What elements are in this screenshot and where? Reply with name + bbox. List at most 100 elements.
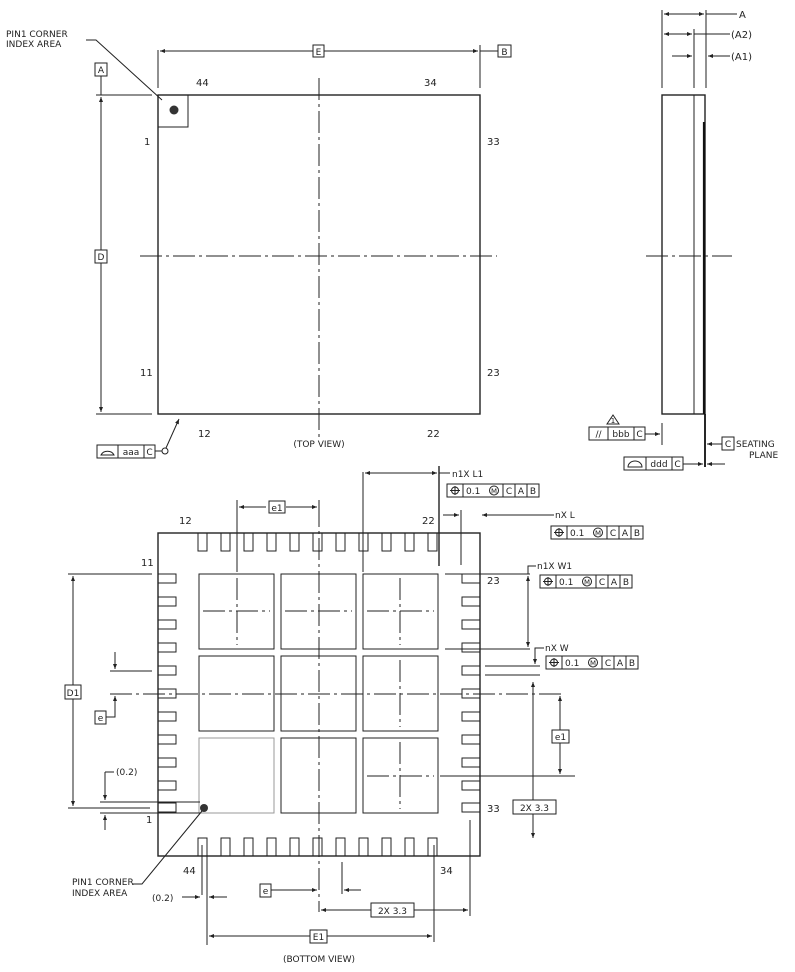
note-flag-icon <box>606 414 620 425</box>
dim-d1-label: D1 <box>67 689 80 699</box>
svg-text:M: M <box>590 660 596 668</box>
svg-text:C: C <box>506 487 512 497</box>
bottom-pin-12: 12 <box>179 516 192 527</box>
bottom-pad-row <box>197 837 438 857</box>
side-view-body <box>661 94 706 415</box>
top-pin-12: 12 <box>198 429 211 440</box>
left-pad-column <box>157 573 177 813</box>
pin1-dot-icon <box>169 105 179 115</box>
coplanarity-value: ddd <box>650 460 667 470</box>
seating-datum-box <box>721 436 735 451</box>
bottom-pin1-label-line2: INDEX AREA <box>72 889 128 899</box>
callout-l1: n1X L1 0.1 M C A B <box>446 470 540 498</box>
bottom-view-caption: (BOTTOM VIEW) <box>283 955 355 965</box>
callout-w-label: nX W <box>545 644 569 654</box>
parallelism-value: bbb <box>612 430 629 440</box>
datum-a-box <box>94 62 108 77</box>
dim-e-label: E <box>316 48 322 58</box>
bottom-pin-44: 44 <box>183 866 196 877</box>
svg-text:B: B <box>629 659 635 669</box>
svg-text:B: B <box>623 578 629 588</box>
side-view: A (A2) (A1) 1 // bbb C C SEATING PLANE <box>588 10 779 471</box>
dim-e-left-label: e <box>98 714 104 724</box>
flatness-value: aaa <box>123 448 140 458</box>
dim-e-bottom-label: e <box>263 887 269 897</box>
bottom-pin1-dot-icon <box>200 804 208 812</box>
dim-a2-label: (A2) <box>731 30 752 41</box>
svg-text:C: C <box>605 659 611 669</box>
mmc-modifier-icon <box>593 527 603 538</box>
datum-b-box <box>497 44 512 58</box>
flatness-symbol-icon <box>100 450 115 456</box>
top-pad-row <box>197 532 438 552</box>
svg-text:M: M <box>491 488 497 496</box>
svg-text:B: B <box>634 529 640 539</box>
dim-E1-label: E1 <box>313 933 324 943</box>
svg-text:1: 1 <box>611 417 615 425</box>
seating-plane-label-2: PLANE <box>749 451 779 461</box>
callout-l1-label: n1X L1 <box>452 470 483 480</box>
svg-text:C: C <box>610 529 616 539</box>
dim-2x33-side-label: 2X 3.3 <box>520 804 549 814</box>
pin1-index-box <box>158 95 189 128</box>
dim-e1-top-label: e1 <box>271 504 282 514</box>
svg-text:0.1: 0.1 <box>559 578 573 588</box>
top-view-caption: (TOP VIEW) <box>293 440 344 450</box>
coplanarity-frame: ddd C <box>623 456 725 471</box>
bottom-pin-1: 1 <box>146 815 152 826</box>
flatness-frame: aaa C <box>96 418 180 459</box>
dim-d-label: D <box>98 253 105 263</box>
svg-text:C: C <box>599 578 605 588</box>
callout-w1-label: n1X W1 <box>537 562 572 572</box>
bottom-pin-33: 33 <box>487 804 500 815</box>
mmc-modifier-icon <box>588 657 598 668</box>
dim-a-label: A <box>739 10 746 21</box>
bottom-pin1-label-line1: PIN1 CORNER <box>72 878 134 888</box>
parallelism-datum: C <box>636 430 642 440</box>
flatness-datum: C <box>146 448 152 458</box>
pin1-label-line2: INDEX AREA <box>6 40 62 50</box>
dim-e1-side-label: e1 <box>555 733 566 743</box>
bottom-pin-23: 23 <box>487 576 500 587</box>
svg-text:A: A <box>617 659 624 669</box>
svg-text:B: B <box>530 487 536 497</box>
top-pin-1: 1 <box>144 137 150 148</box>
svg-text:0.1: 0.1 <box>565 659 579 669</box>
bottom-view: PIN1 CORNER INDEX AREA 12 22 11 23 1 33 … <box>64 466 644 965</box>
top-pin-23: 23 <box>487 368 500 379</box>
svg-text:A: A <box>611 578 618 588</box>
top-pin-22: 22 <box>427 429 440 440</box>
datum-b-label: B <box>501 48 507 58</box>
right-pad-column <box>461 573 481 813</box>
mmc-modifier-icon <box>489 485 499 496</box>
svg-text:A: A <box>622 529 629 539</box>
dim-02-left-label: (0.2) <box>116 768 137 778</box>
bottom-pin-11: 11 <box>141 558 154 569</box>
top-view: PIN1 CORNER INDEX AREA E B D A 44 34 1 3… <box>6 30 512 459</box>
svg-text:0.1: 0.1 <box>466 487 480 497</box>
top-pin-44: 44 <box>196 78 209 89</box>
datum-a-label: A <box>98 66 105 76</box>
bottom-pin-22: 22 <box>422 516 435 527</box>
callout-w: nX W 0.1 M C A B <box>545 644 639 670</box>
svg-text:M: M <box>595 530 601 538</box>
bottom-pin-34: 34 <box>440 866 453 877</box>
top-pin-11: 11 <box>140 368 153 379</box>
pin1-leader-line <box>86 39 163 101</box>
seating-plane-label-1: SEATING <box>736 440 775 450</box>
svg-text:A: A <box>518 487 525 497</box>
parallelism-symbol: // <box>595 430 602 440</box>
parallelism-frame: 1 // bbb C <box>588 414 663 445</box>
dim-02-bottom-label: (0.2) <box>152 894 173 904</box>
top-pin-33: 33 <box>487 137 500 148</box>
callout-w1: n1X W1 0.1 M C A B <box>537 562 633 589</box>
callout-l-label: nX L <box>555 511 575 521</box>
mmc-modifier-icon <box>582 576 592 587</box>
pin1-label-line1: PIN1 CORNER <box>6 30 68 40</box>
top-pin-34: 34 <box>424 78 437 89</box>
coplanarity-symbol-icon <box>627 460 643 468</box>
seating-datum-label: C <box>725 440 731 450</box>
callout-l: nX L 0.1 M C A B <box>550 511 644 540</box>
coplanarity-datum: C <box>674 460 680 470</box>
